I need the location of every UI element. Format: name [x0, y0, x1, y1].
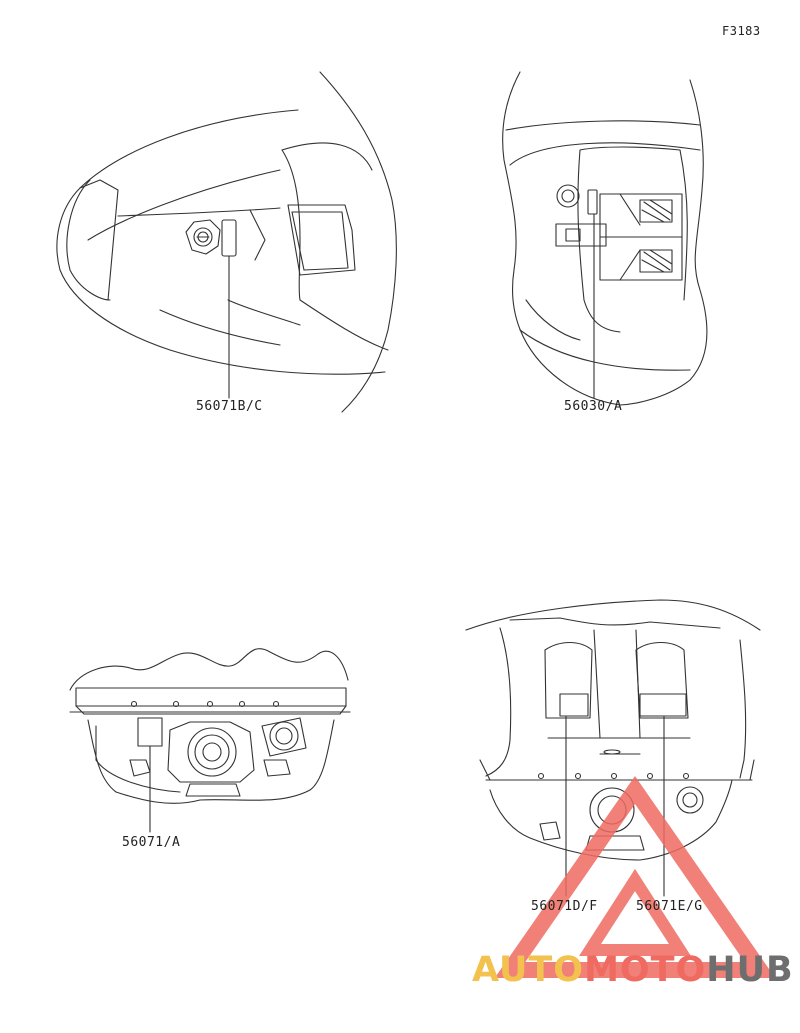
view-rear-perspective [465, 599, 761, 897]
callout-label-56071-a: 56071/A [122, 835, 181, 850]
callout-label-56071d-f: 56071D/F [531, 899, 598, 914]
watermark-text-moto: MOTO [584, 950, 707, 990]
callout-label-56071e-g: 56071E/G [636, 899, 703, 914]
view-rear-top [502, 71, 708, 406]
watermark-text-auto: AUTO [472, 950, 585, 990]
watermark-text: AUTOMOTOHUB [472, 950, 794, 990]
watermark-triangle-icon [494, 775, 776, 978]
callout-label-56030-a: 56030/A [564, 399, 623, 414]
view-bow-top [56, 71, 397, 413]
watermark-text-hub: HUB [706, 950, 794, 990]
view-transom [69, 648, 351, 833]
figure-code: F3183 [722, 24, 761, 38]
callout-label-56071b-c: 56071B/C [196, 399, 263, 414]
